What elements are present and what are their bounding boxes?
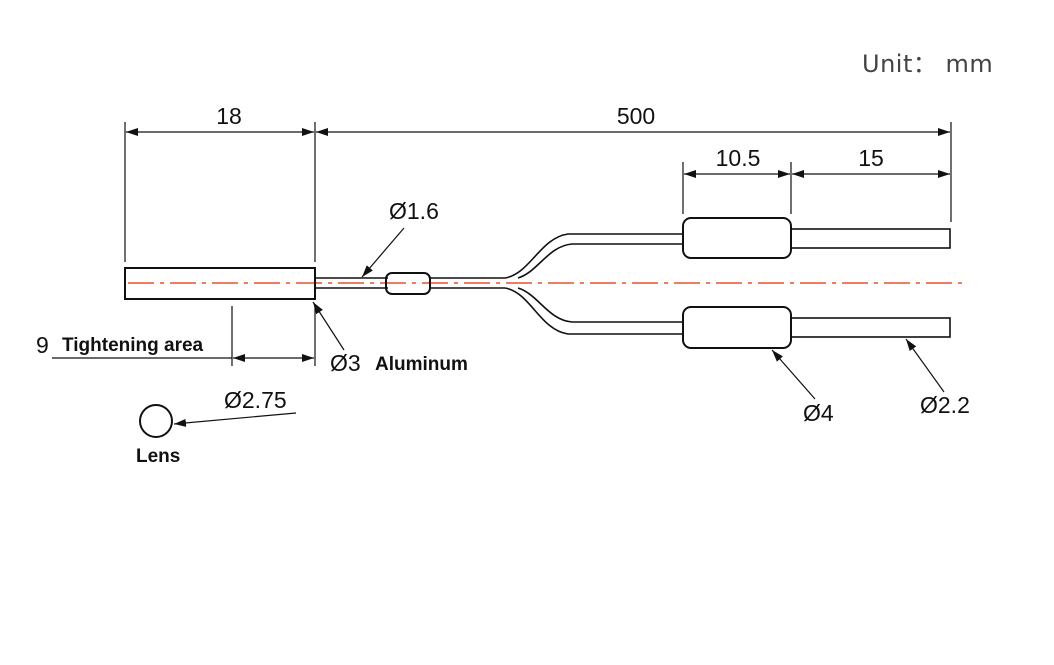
label-head-material: Aluminum	[375, 354, 468, 375]
label-head-diameter: Ø3	[330, 350, 361, 376]
label-fiber-diameter: Ø1.6	[389, 198, 439, 224]
lower-cable	[790, 317, 951, 338]
dim-tightening-length: 9	[36, 332, 49, 358]
dim-tip-length: 15	[858, 145, 884, 171]
upper-branch-outer	[504, 233, 683, 279]
label-cable-diameter: Ø2.2	[920, 392, 970, 418]
dim-sleeve-length: 10.5	[716, 145, 761, 171]
upper-cable	[790, 228, 951, 249]
upper-sleeve	[682, 217, 792, 259]
lower-branch-outer	[504, 287, 683, 335]
label-lens: Lens	[136, 446, 180, 467]
dim-total-length: 500	[617, 103, 655, 129]
leader-fiber-diameter	[361, 227, 405, 278]
fiber-joint	[385, 272, 431, 295]
label-tightening-area: Tightening area	[62, 335, 204, 356]
leader-head-diameter	[312, 301, 345, 351]
probe-head	[124, 267, 316, 300]
upper-branch-inner	[517, 243, 683, 279]
unit-label: Unit： mm	[862, 50, 994, 78]
label-lens-diameter: Ø2.75	[224, 387, 287, 413]
leader-lens-diameter	[173, 412, 297, 427]
leader-sleeve-diameter	[771, 349, 816, 400]
leader-cable-diameter	[905, 338, 945, 393]
lower-branch-inner	[517, 287, 683, 323]
lens-circle	[139, 404, 173, 438]
dim-head-length: 18	[216, 103, 242, 129]
lower-sleeve	[682, 306, 792, 349]
label-sleeve-diameter: Ø4	[803, 400, 834, 426]
